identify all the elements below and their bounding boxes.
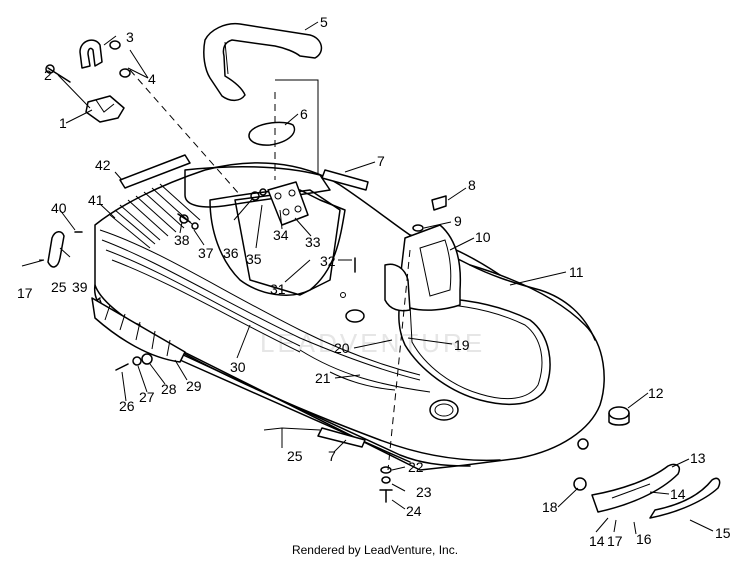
bow-trim xyxy=(573,406,721,519)
rear-handle xyxy=(203,22,323,102)
callout-6: 6 xyxy=(300,106,308,122)
bottom-bolts xyxy=(379,466,393,503)
callout-2: 2 xyxy=(44,67,52,83)
bracket xyxy=(431,195,447,211)
callout-34: 34 xyxy=(273,227,289,243)
knee-pad xyxy=(248,121,296,146)
hull-body xyxy=(94,162,605,471)
steering-pole xyxy=(384,224,462,312)
callout-17b: 17 xyxy=(607,533,623,549)
callout-18: 18 xyxy=(542,499,558,515)
callout-22: 22 xyxy=(408,459,424,475)
callout-10: 10 xyxy=(475,229,491,245)
callout-14a: 14 xyxy=(670,486,686,502)
console-plate xyxy=(250,181,309,226)
callout-31: 31 xyxy=(270,281,286,297)
callout-1: 1 xyxy=(59,115,67,131)
trim-strips xyxy=(119,154,369,448)
callout-5: 5 xyxy=(320,14,328,30)
callout-16: 16 xyxy=(636,531,652,547)
side-grip xyxy=(47,231,65,268)
callout-3: 3 xyxy=(126,29,134,45)
callout-13: 13 xyxy=(690,450,706,466)
callout-15: 15 xyxy=(715,525,731,541)
callout-19: 19 xyxy=(454,337,470,353)
callout-17a: 17 xyxy=(17,285,33,301)
callout-28: 28 xyxy=(161,381,177,397)
callout-14b: 14 xyxy=(589,533,605,549)
callout-36: 36 xyxy=(223,245,239,261)
callout-25a: 25 xyxy=(51,279,67,295)
callout-42: 42 xyxy=(95,157,111,173)
callout-27: 27 xyxy=(139,389,155,405)
callout-40: 40 xyxy=(51,200,67,216)
small-fasteners xyxy=(74,213,424,273)
callout-4: 4 xyxy=(148,71,156,87)
callout-21: 21 xyxy=(315,370,331,386)
callout-20: 20 xyxy=(334,340,350,356)
footer-credit: Rendered by LeadVenture, Inc. xyxy=(291,543,459,557)
callout-25b: 25 xyxy=(287,448,303,464)
callout-41: 41 xyxy=(88,192,104,208)
callout-35: 35 xyxy=(246,251,262,267)
callout-32: 32 xyxy=(320,253,336,269)
callout-37: 37 xyxy=(198,245,214,261)
callout-38: 38 xyxy=(174,232,190,248)
side-sponson xyxy=(91,297,186,371)
callout-12: 12 xyxy=(648,385,664,401)
callout-30: 30 xyxy=(230,359,246,375)
callout-labels: 2 1 3 4 5 6 7 8 9 10 11 12 13 14 14 15 1… xyxy=(17,14,731,549)
callout-7a: 7 xyxy=(377,153,385,169)
callout-39: 39 xyxy=(72,279,88,295)
callout-11: 11 xyxy=(569,264,584,280)
leader-lines xyxy=(21,21,714,535)
callout-8: 8 xyxy=(468,177,476,193)
callout-23: 23 xyxy=(416,484,432,500)
callout-29: 29 xyxy=(186,378,202,394)
fuel-cap-assembly xyxy=(45,39,131,123)
callout-33: 33 xyxy=(305,234,321,250)
callout-7b: 7 xyxy=(328,448,336,464)
callout-9: 9 xyxy=(454,213,462,229)
callout-26: 26 xyxy=(119,398,135,414)
callout-24: 24 xyxy=(406,503,422,519)
